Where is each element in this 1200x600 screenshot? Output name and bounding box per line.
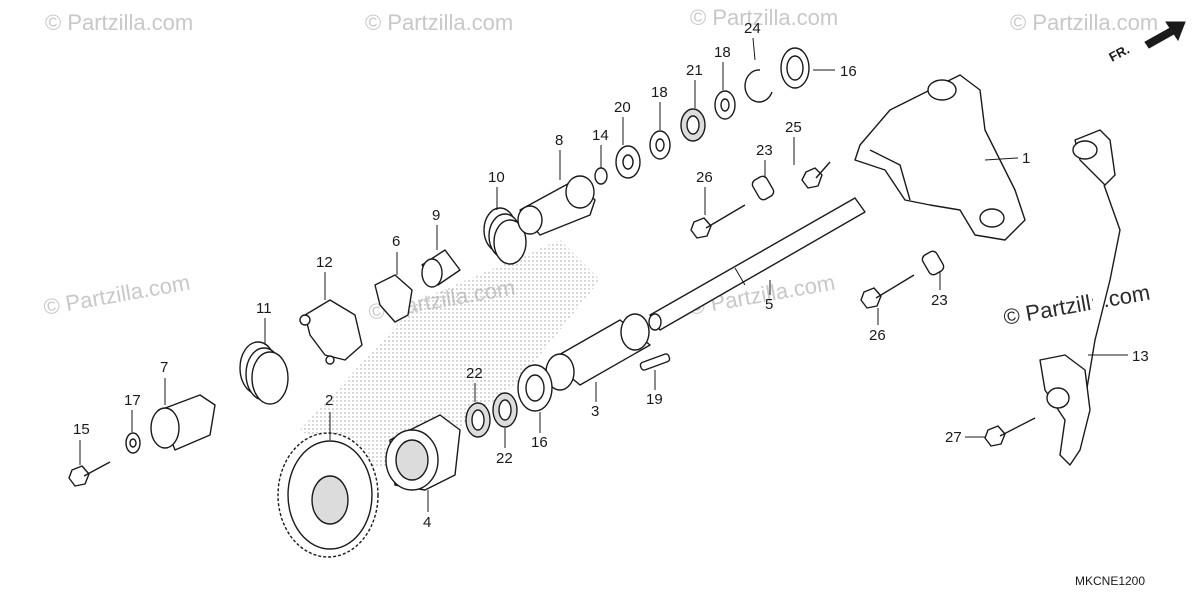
callout-3: 3 — [591, 403, 599, 420]
callout-26-lower: 26 — [869, 327, 886, 344]
part-4-drum — [385, 414, 461, 491]
callout-23-lower: 23 — [931, 292, 948, 309]
callout-leaders — [79, 37, 1128, 512]
callout-16-lower: 16 — [531, 434, 548, 451]
part-2-gear — [277, 432, 379, 558]
part-19-pin — [639, 353, 671, 371]
part-17-washer — [125, 432, 141, 454]
callout-13: 13 — [1132, 348, 1149, 365]
part-7-collar — [150, 394, 216, 451]
part-1-bracket — [854, 74, 1026, 241]
callout-27: 27 — [945, 429, 962, 446]
part-16-washer-lower — [517, 364, 553, 412]
callout-8: 8 — [555, 132, 563, 149]
part-14-ring — [594, 167, 608, 185]
callout-18-upper: 18 — [714, 44, 731, 61]
callout-19: 19 — [646, 391, 663, 408]
part-6-plate — [374, 274, 413, 323]
hatch-region — [300, 240, 600, 470]
callout-22-lower: 22 — [496, 450, 513, 467]
front-direction-label: FR. — [1106, 42, 1132, 65]
part-23-dowel — [751, 175, 775, 201]
part-12-plate — [299, 299, 363, 365]
part-26-bolt — [860, 274, 915, 309]
callout-7: 7 — [160, 359, 168, 376]
part-3-spindle — [545, 313, 651, 391]
part-18-washer — [714, 90, 736, 120]
callout-16-upper: 16 — [840, 63, 857, 80]
callout-1: 1 — [1022, 150, 1030, 167]
diagram-code: MKCNE1200 — [1075, 574, 1145, 588]
part-15-bolt — [68, 461, 111, 487]
callout-9: 9 — [432, 207, 440, 224]
part-8-shaft-end — [517, 175, 596, 236]
callout-4: 4 — [423, 514, 431, 531]
part-22-needle-bearing — [465, 402, 491, 438]
part-27-bolt — [984, 417, 1036, 447]
callout-15: 15 — [73, 421, 90, 438]
part-16-washer-upper — [780, 47, 810, 89]
part-5-shaft — [648, 197, 866, 331]
callout-2: 2 — [325, 392, 333, 409]
callout-22-upper: 22 — [466, 365, 483, 382]
part-25-bolt — [801, 161, 831, 189]
part-13-shift-arm — [1039, 129, 1121, 466]
watermark-partzilla: © Partzilla.com — [1002, 280, 1152, 330]
watermark: © Partzilla.com — [42, 270, 192, 320]
watermark: © Partzilla.com — [690, 5, 838, 30]
front-direction-arrow — [1144, 21, 1186, 49]
part-9-collar — [421, 249, 461, 288]
callout-12: 12 — [316, 254, 333, 271]
callout-6: 6 — [392, 233, 400, 250]
part-20-washer — [615, 145, 641, 179]
part-22-needle-bearing — [492, 392, 518, 428]
callout-10: 10 — [488, 169, 505, 186]
part-24-circlip — [744, 69, 773, 103]
callout-24: 24 — [744, 20, 761, 37]
part-18-washer — [649, 130, 671, 160]
watermark: © Partzilla.com — [1010, 10, 1158, 35]
callout-25: 25 — [785, 119, 802, 136]
callout-11: 11 — [256, 300, 272, 317]
part-11-spring — [239, 341, 289, 405]
callout-17: 17 — [124, 392, 141, 409]
part-26-bolt — [690, 204, 746, 239]
watermark: © Partzilla.com — [45, 10, 193, 35]
callout-18-lower: 18 — [651, 84, 668, 101]
watermark: © Partzilla.com — [365, 10, 513, 35]
callout-26-upper: 26 — [696, 169, 713, 186]
part-23-dowel — [921, 250, 945, 276]
callout-20: 20 — [614, 99, 631, 116]
part-10-spring — [483, 207, 527, 265]
callout-23-upper: 23 — [756, 142, 773, 159]
callout-21: 21 — [686, 62, 703, 79]
callout-14: 14 — [592, 127, 609, 144]
callout-5: 5 — [765, 296, 773, 313]
part-21-needle-bearing — [680, 108, 706, 142]
